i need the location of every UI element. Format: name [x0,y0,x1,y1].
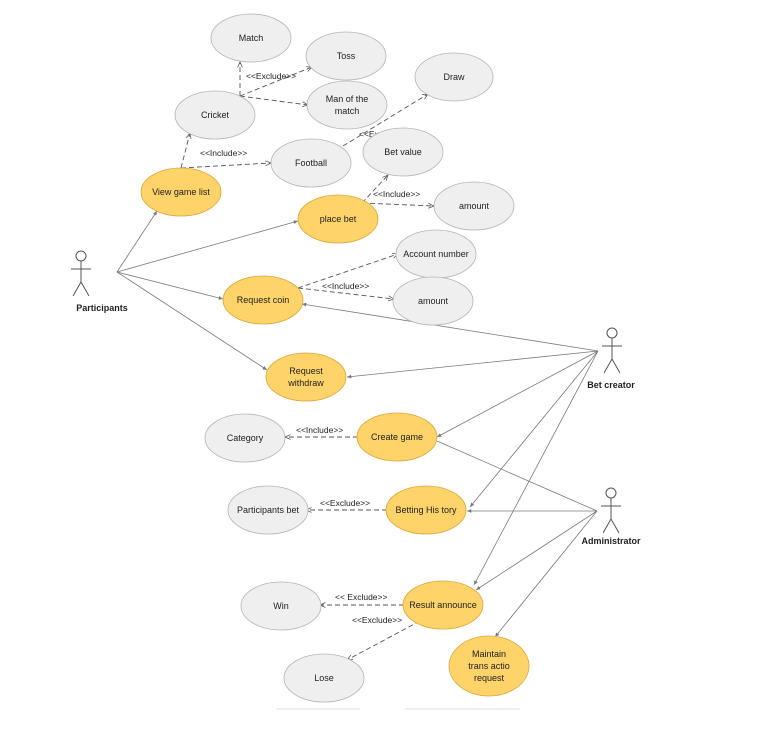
assoc-admin-result-announce [475,510,598,591]
use-case-betting-history[interactable]: Betting His tory [385,485,467,535]
label-exclude-win: << Exclude>> [335,592,387,602]
actor-bet-creator-label: Bet creator [587,380,635,390]
use-case-man-of-the-match-label-2: match [335,106,360,116]
assoc-admin-maintain [494,510,598,638]
use-case-maintain-label-1: Maintain [472,649,506,659]
dep-result-lose [347,620,421,660]
use-case-football-label: Football [295,158,327,168]
dep-view-cricket [180,133,190,169]
dep-placebet-betvalue [361,175,388,204]
assoc-admin-create-game [436,440,598,512]
actor-bet-creator[interactable]: Bet creator [587,327,635,390]
use-case-win[interactable]: Win [240,581,322,631]
use-case-lose-label: Lose [314,673,334,683]
actor-administrator-label: Administrator [581,536,641,546]
assoc-betcreator-create-game [436,350,599,438]
assoc-betcreator-request-withdraw [346,350,599,379]
use-case-maintain-label-3: request [474,673,505,683]
association-lines [116,210,599,638]
use-case-result-announce-label: Result announce [409,600,477,610]
use-case-win-label: Win [273,601,289,611]
actor-bet-creator-stick-figure [602,327,622,374]
assoc-participants-view-game-list [116,210,158,273]
use-case-toss-label: Toss [337,51,356,61]
dep-view-football [180,163,271,169]
use-case-create-game-label: Create game [371,432,423,442]
use-case-match-label: Match [239,33,264,43]
use-case-amount-coin[interactable]: amount [392,276,474,326]
dep-placebet-amount [361,202,434,206]
use-case-draw-label: Draw [443,72,465,82]
use-case-toss[interactable]: Toss [305,31,387,81]
use-case-place-bet-label: place bet [320,214,357,224]
use-case-amount-bet-label: amount [459,201,490,211]
use-case-category[interactable]: Category [204,413,286,463]
dep-coin-amount [297,287,394,299]
use-case-football[interactable]: Football [270,138,352,188]
label-include-bet: <<Include>> [373,189,420,199]
dep-coin-account [297,254,398,289]
assoc-betcreator-result-announce [473,350,599,586]
dep-cricket-toss [239,67,312,97]
actor-administrator-stick-figure [601,487,621,534]
use-case-draw[interactable]: Draw [414,52,494,102]
actor-administrator[interactable]: Administrator [581,487,641,546]
use-case-betting-history-label: Betting His tory [395,505,457,515]
use-case-view-game-list[interactable]: View game list [140,167,222,217]
use-case-place-bet[interactable]: place bet [297,194,379,244]
label-include-coin: <<Include>> [322,281,369,291]
dep-football-draw [342,94,428,147]
actor-participants-stick-figure [71,250,91,297]
assoc-participants-request-withdraw [116,271,268,371]
use-case-bet-value-label: Bet value [384,147,422,157]
label-exclude-lose: <<Exclude>> [352,615,402,625]
use-case-create-game[interactable]: Create game [356,412,438,462]
dependency-lines [180,62,434,660]
label-exclude-history: <<Exclude>> [320,498,370,508]
use-case-request-coin-label: Request coin [237,295,290,305]
use-case-category-label: Category [227,433,264,443]
use-case-bet-value[interactable]: Bet value [362,127,444,177]
dep-cricket-man-of-match [239,95,308,105]
assoc-participants-place-bet [116,220,299,273]
use-case-amount-bet[interactable]: amount [433,181,515,231]
use-case-maintain-transaction-request[interactable]: Maintain trans actio request [448,635,530,697]
use-case-view-game-list-label: View game list [152,187,210,197]
use-case-maintain-label-2: trans actio [468,661,510,671]
label-exclude-match: <<Exclude>> [246,71,296,81]
use-case-match[interactable]: Match [210,13,292,63]
use-case-request-withdraw-label-1: Request [289,366,323,376]
use-case-man-of-the-match[interactable]: Man of the match [306,80,388,130]
use-case-request-withdraw[interactable]: Request withdraw [265,352,347,402]
assoc-betcreator-request-coin [301,302,599,352]
assoc-betcreator-betting-history [469,350,599,508]
use-case-lose[interactable]: Lose [283,653,365,703]
actor-participants[interactable]: Participants [71,250,128,313]
use-case-man-of-the-match-label-1: Man of the [326,94,369,104]
use-case-account-number[interactable]: Account number [395,229,477,279]
use-case-participants-bet[interactable]: Participants bet [227,485,309,535]
assoc-participants-request-coin [116,271,224,300]
use-case-request-coin[interactable]: Request coin [222,275,304,325]
use-case-account-number-label: Account number [403,249,469,259]
use-case-request-withdraw-label-2: withdraw [287,378,324,388]
actor-participants-label: Participants [76,303,128,313]
label-include-football: <<Include>> [200,148,247,158]
use-case-participants-bet-label: Participants bet [237,505,300,515]
use-case-amount-coin-label: amount [418,296,449,306]
use-case-cricket-label: Cricket [201,110,230,120]
label-include-category: <<Include>> [296,425,343,435]
use-case-result-announce[interactable]: Result announce [402,580,484,630]
use-case-cricket[interactable]: Cricket [174,90,256,140]
